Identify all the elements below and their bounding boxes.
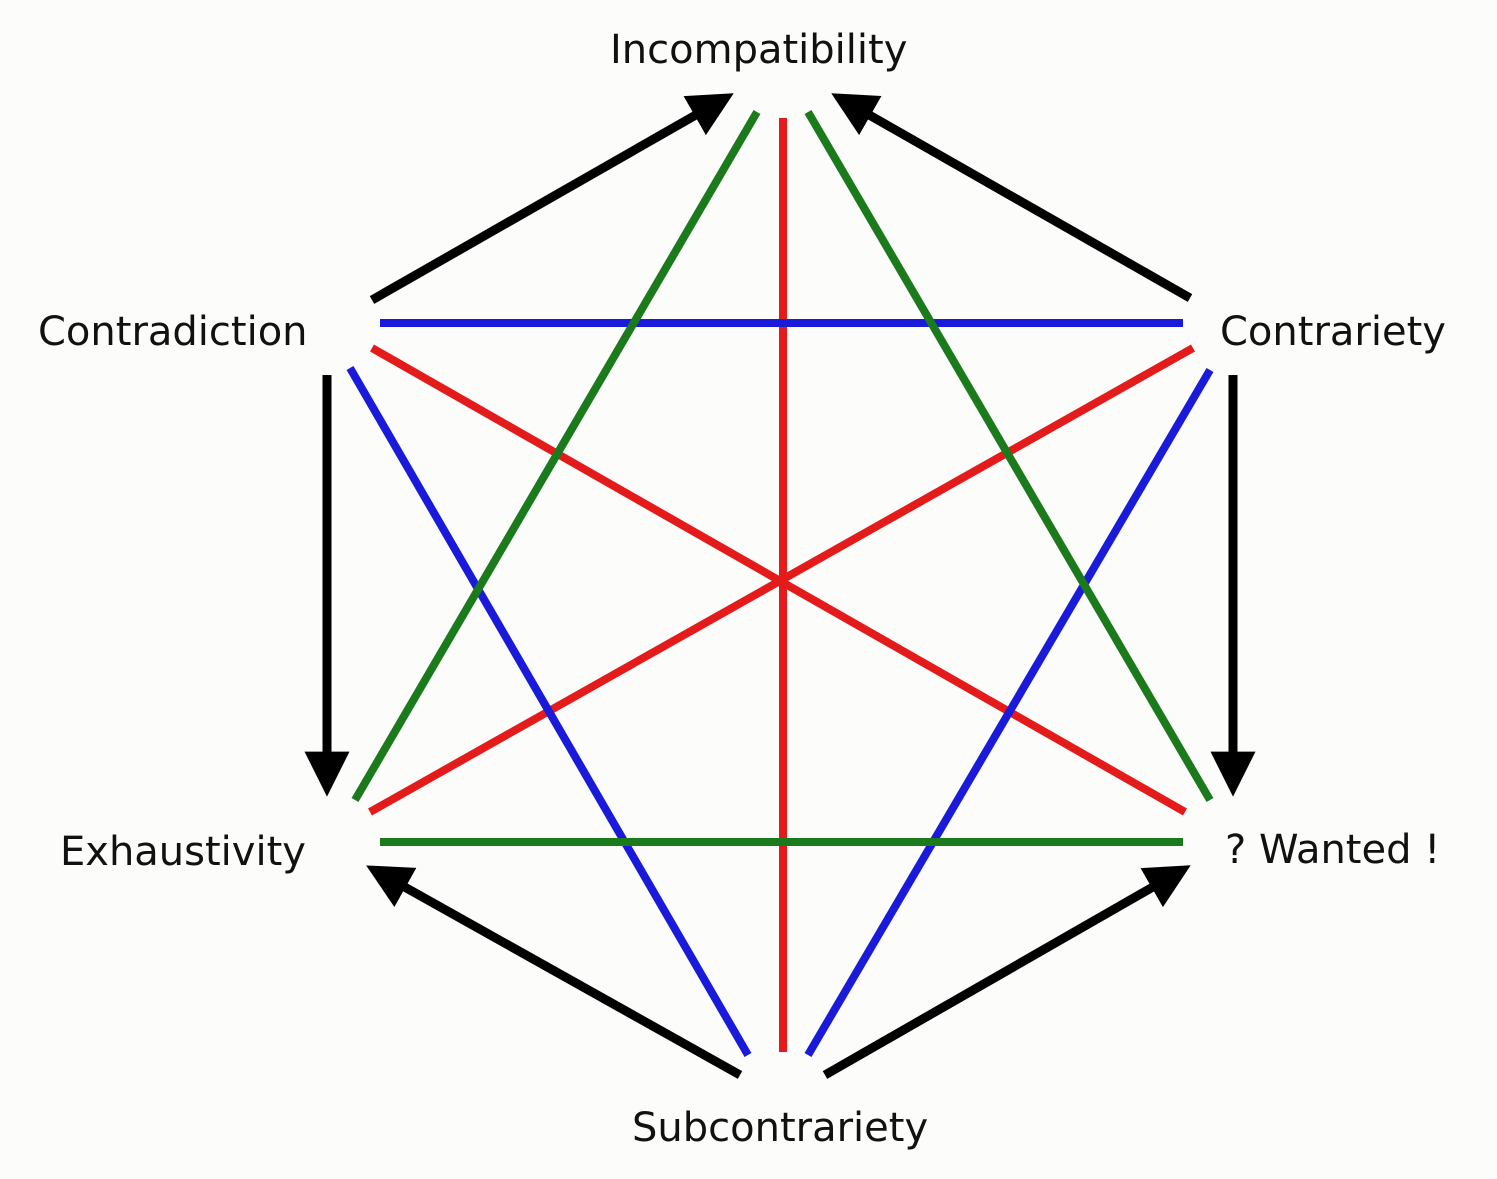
edge-green-top-lower_left (351, 109, 761, 803)
arrow-upper_left-to-top (369, 93, 734, 304)
arrow-bottom-to-lower_right (822, 865, 1191, 1079)
arrow-bottom-to-lower_left (366, 865, 743, 1079)
edge-blue-upper_left-bottom (346, 365, 752, 1058)
edge-blue-upper_right-bottom (804, 367, 1214, 1058)
node-contrariety: Contrariety (1220, 309, 1446, 355)
node-exhaustivity: Exhaustivity (60, 829, 306, 875)
arrow-upper_right-to-top (831, 93, 1193, 302)
node-contradiction: Contradiction (38, 309, 308, 355)
edge-green-top-lower_right (804, 109, 1214, 803)
node-wanted: ? Wanted ! (1225, 827, 1441, 873)
node-incompatibility: Incompatibility (610, 27, 908, 73)
node-subcontrariety: Subcontrariety (632, 1105, 929, 1151)
edge-red-upper_right-lower_left (368, 344, 1195, 816)
